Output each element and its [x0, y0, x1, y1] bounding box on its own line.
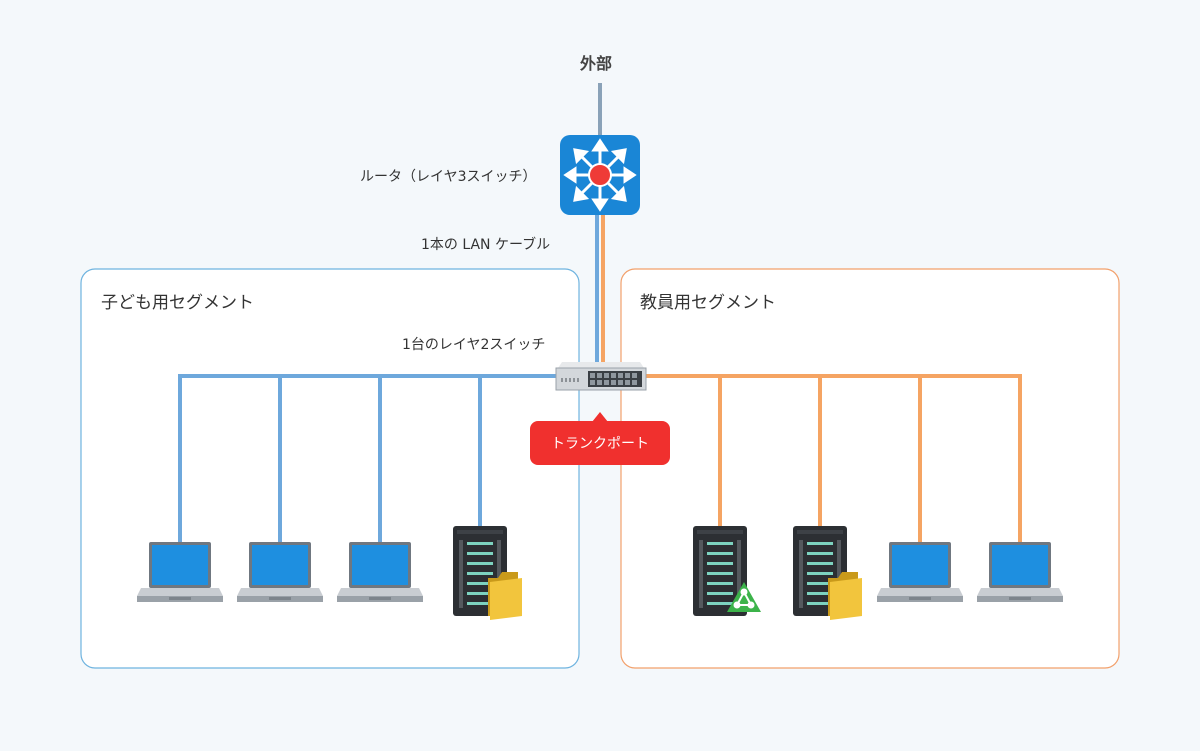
teachers-lines — [642, 374, 1022, 544]
router-label: ルータ（レイヤ3スイッチ） — [360, 169, 537, 185]
laptop-icon — [337, 542, 423, 602]
trunk-port-label: トランクポート — [551, 436, 649, 452]
children-lines — [178, 374, 558, 544]
laptop-icon — [877, 542, 963, 602]
router-icon — [560, 135, 640, 215]
external-label: 外部 — [580, 54, 613, 73]
laptop-icon — [137, 542, 223, 602]
switch-icon — [555, 362, 647, 391]
children-segment-title: 子ども用セグメント — [101, 293, 254, 313]
laptop-icon — [237, 542, 323, 602]
cable-label: 1本の LAN ケーブル — [421, 237, 551, 253]
trunk-port-callout: トランクポート — [530, 412, 670, 465]
teachers-segment-title: 教員用セグメント — [640, 293, 776, 313]
laptop-icon — [977, 542, 1063, 602]
switch-label: 1台のレイヤ2スイッチ — [402, 337, 546, 353]
